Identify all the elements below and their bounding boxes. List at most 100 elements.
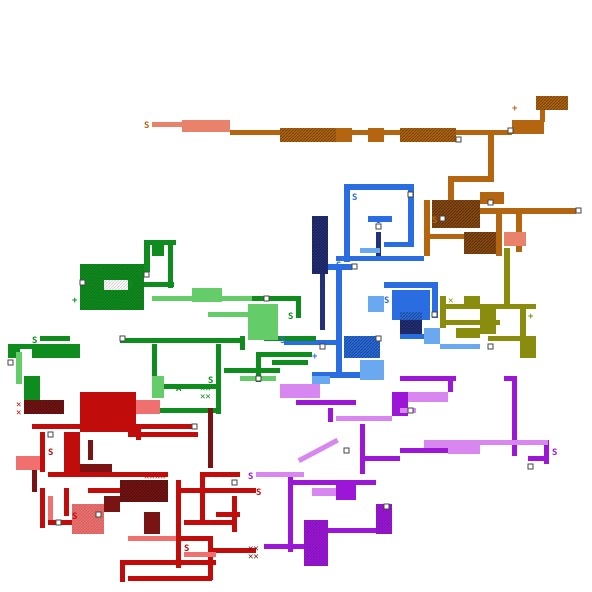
- olive-room[interactable]: [520, 336, 536, 358]
- blue-loop-right[interactable]: [408, 184, 414, 246]
- purple-corridor[interactable]: [360, 424, 365, 474]
- spawn-marker[interactable]: S: [72, 512, 77, 522]
- door-port[interactable]: [263, 295, 270, 302]
- lavender-room[interactable]: [312, 488, 336, 496]
- door-port[interactable]: [507, 127, 514, 134]
- brown-room[interactable]: [480, 192, 504, 204]
- lavender-corridor[interactable]: [448, 440, 548, 445]
- junction-marker[interactable]: +: [72, 296, 78, 306]
- green-corridor[interactable]: [144, 240, 150, 272]
- pink-room[interactable]: [136, 400, 160, 414]
- green-room[interactable]: [32, 344, 80, 358]
- door-port[interactable]: [47, 431, 54, 438]
- purple-corridor[interactable]: [264, 544, 304, 549]
- spawn-marker[interactable]: S: [376, 216, 381, 226]
- blue-loop-left[interactable]: [344, 184, 350, 262]
- door-port[interactable]: [143, 271, 150, 278]
- olive-room[interactable]: [456, 328, 480, 338]
- blue-loop-bottom[interactable]: [384, 242, 414, 247]
- green-corridor[interactable]: [216, 344, 221, 414]
- door-port[interactable]: [351, 263, 358, 270]
- red-dark-corridor[interactable]: [208, 408, 213, 468]
- blocked-marker[interactable]: ✕✕: [200, 384, 211, 394]
- brown-room[interactable]: [512, 120, 544, 134]
- spawn-marker[interactable]: S: [256, 488, 261, 498]
- spawn-marker[interactable]: S: [424, 312, 429, 322]
- blue-corridor[interactable]: [400, 334, 436, 339]
- green-room[interactable]: [152, 240, 164, 256]
- door-port[interactable]: [79, 279, 86, 286]
- green-corridor[interactable]: [168, 244, 173, 288]
- salmon-room[interactable]: [504, 232, 526, 246]
- junction-marker[interactable]: +: [528, 312, 534, 322]
- spawn-marker[interactable]: S: [432, 216, 437, 226]
- blue-long-corridor[interactable]: [336, 270, 342, 376]
- blue-corridor[interactable]: [336, 256, 424, 261]
- door-port[interactable]: [527, 463, 534, 470]
- pink-room[interactable]: [16, 456, 40, 470]
- blocked-marker[interactable]: ✕✕: [248, 552, 259, 562]
- red-corridor[interactable]: [184, 520, 236, 525]
- blue-loop-top[interactable]: [344, 184, 414, 190]
- purple-corridor[interactable]: [288, 480, 376, 485]
- blue-light-corridor[interactable]: [440, 344, 480, 349]
- green-corridor[interactable]: [272, 360, 308, 365]
- red-corridor[interactable]: [208, 536, 213, 580]
- lavender-corridor[interactable]: [280, 384, 320, 398]
- green-corridor[interactable]: [256, 352, 261, 382]
- red-dark-corridor[interactable]: [88, 440, 93, 460]
- door-port[interactable]: [255, 375, 262, 382]
- brown-corridor[interactable]: [424, 200, 430, 256]
- brown-corridor[interactable]: [430, 234, 466, 239]
- green-light-corridor[interactable]: [208, 312, 248, 317]
- red-dark-room[interactable]: [80, 464, 112, 472]
- blue-light-room[interactable]: [312, 376, 330, 384]
- red-corridor[interactable]: [176, 480, 181, 568]
- red-corridor[interactable]: [48, 520, 94, 525]
- blue-light-room[interactable]: [368, 296, 384, 312]
- pink-corridor[interactable]: [48, 496, 53, 520]
- door-port[interactable]: [455, 136, 462, 143]
- purple-corridor[interactable]: [296, 400, 356, 405]
- purple-corridor[interactable]: [512, 376, 517, 456]
- olive-corridor[interactable]: [504, 248, 510, 308]
- navy-corridor[interactable]: [320, 272, 325, 330]
- salmon-corridor[interactable]: [152, 122, 182, 127]
- spawn-marker[interactable]: S: [144, 121, 149, 131]
- green-room[interactable]: [24, 376, 40, 400]
- red-corridor[interactable]: [120, 560, 216, 565]
- door-port[interactable]: [439, 215, 446, 222]
- blue-light-room[interactable]: [360, 360, 384, 380]
- green-corridor[interactable]: [144, 282, 174, 287]
- red-corridor[interactable]: [120, 560, 125, 582]
- door-port[interactable]: [487, 199, 494, 206]
- red-corridor[interactable]: [128, 432, 198, 437]
- blue-light-room[interactable]: [424, 328, 440, 344]
- olive-room[interactable]: [480, 304, 496, 334]
- salmon-room[interactable]: [182, 120, 230, 132]
- red-corridor[interactable]: [200, 472, 240, 477]
- spawn-marker[interactable]: S: [288, 312, 293, 322]
- door-port[interactable]: [7, 359, 14, 366]
- door-port[interactable]: [95, 511, 102, 518]
- brown-corridor[interactable]: [448, 176, 454, 200]
- green-light-room[interactable]: [152, 376, 164, 398]
- lavender-corridor[interactable]: [256, 472, 304, 477]
- red-room[interactable]: [64, 432, 80, 472]
- green-corridor[interactable]: [160, 384, 220, 389]
- blue-corridor[interactable]: [328, 264, 352, 270]
- purple-corridor[interactable]: [544, 440, 549, 464]
- spawn-marker[interactable]: S: [208, 376, 213, 386]
- green-corridor[interactable]: [160, 408, 220, 413]
- brown-corridor[interactable]: [488, 134, 494, 180]
- red-corridor[interactable]: [40, 488, 45, 528]
- blue-corridor[interactable]: [284, 340, 336, 345]
- purple-room[interactable]: [336, 484, 356, 500]
- red-corridor[interactable]: [48, 472, 168, 477]
- spawn-marker[interactable]: S: [48, 448, 53, 458]
- alert-marker[interactable]: A: [176, 384, 182, 394]
- lavender-room[interactable]: [424, 440, 448, 448]
- brown-room[interactable]: [368, 128, 384, 142]
- spawn-marker[interactable]: S: [384, 296, 389, 306]
